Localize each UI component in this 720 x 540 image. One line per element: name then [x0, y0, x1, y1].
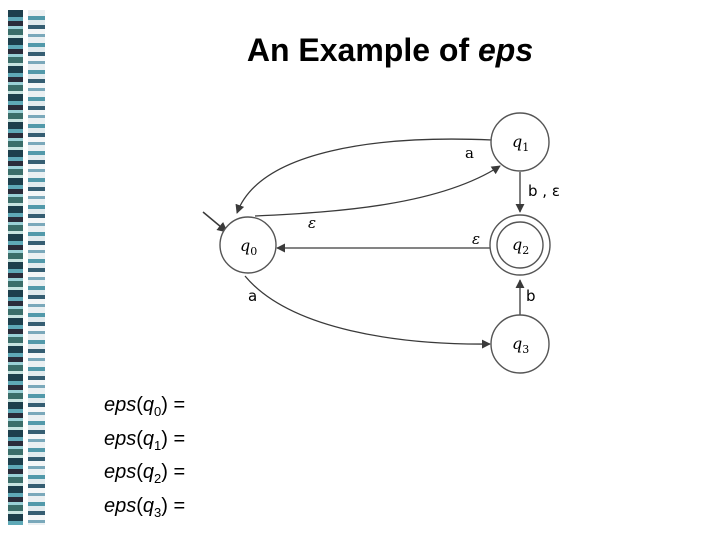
eps-row-q1: eps(q1) =	[104, 427, 186, 453]
label-q1-q2: b , ε	[528, 182, 560, 200]
svg-text:q3: q3	[512, 334, 529, 356]
svg-text:q0: q0	[240, 236, 257, 258]
label-q3-q2: b	[526, 287, 536, 305]
decorative-strip-right	[28, 10, 45, 525]
eps-row-q3: eps(q3) =	[104, 494, 186, 520]
state-q2-accepting: q2	[489, 214, 551, 276]
slide-title: An Example of eps	[0, 32, 720, 69]
label-q2-q0: ε	[472, 230, 480, 248]
eps-row-q0: eps(q0) =	[104, 394, 186, 419]
eps-list: eps(q0) = eps(q1) = eps(q2) = eps(q3) =	[104, 392, 185, 526]
title-emphasis: eps	[478, 32, 534, 68]
label-q0-q3: a	[248, 287, 257, 305]
edge-q0-q1	[254, 165, 501, 217]
state-q1: q1	[490, 112, 550, 172]
state-q3: q3	[490, 314, 550, 374]
eps-row-q2: eps(q2) =	[104, 461, 186, 486]
state-q0: q0	[219, 216, 277, 274]
svg-text:q1: q1	[512, 132, 529, 154]
edge-q0-q3	[244, 275, 491, 349]
decorative-strip-left	[8, 10, 23, 525]
label-q0-q1: ε	[308, 214, 316, 232]
svg-text:q2: q2	[512, 235, 529, 257]
label-q1-q0: a	[465, 144, 474, 162]
edge-q1-q0	[235, 138, 493, 214]
title-prefix: An Example of	[246, 32, 470, 68]
start-arrow	[202, 211, 228, 233]
